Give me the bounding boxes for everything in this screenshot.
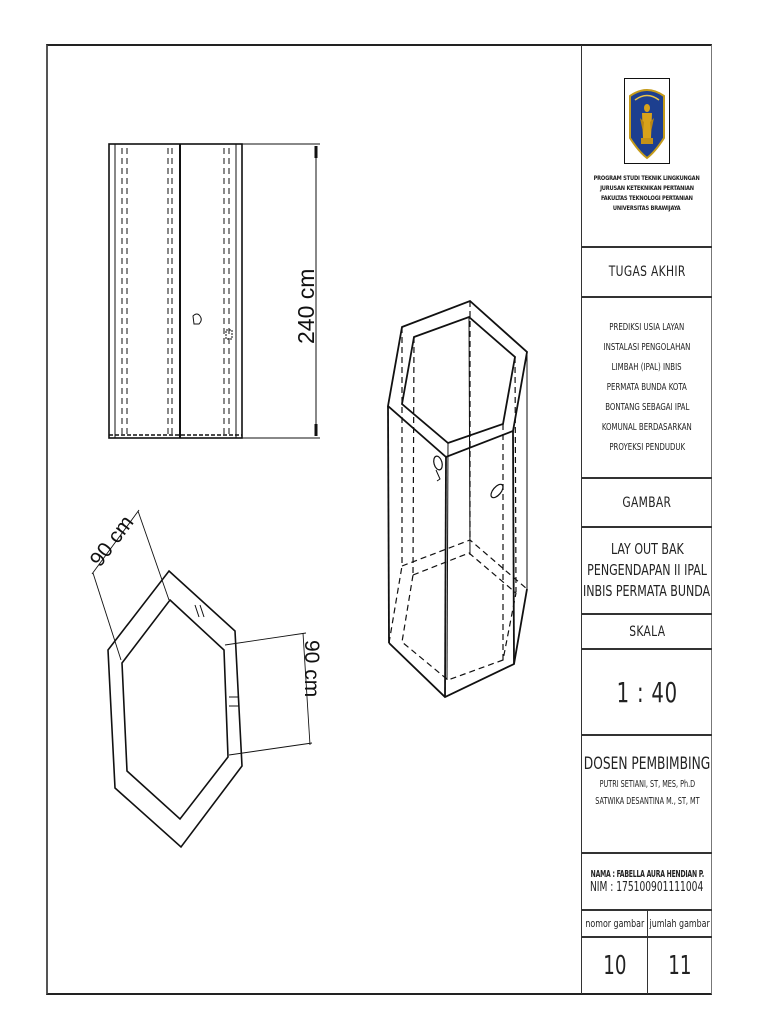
scale-value: 1 : 40 bbox=[616, 675, 678, 709]
project-title-line: PREDIKSI USIA LAYAN bbox=[609, 321, 685, 333]
project-title-line: PERMATA BUNDA KOTA bbox=[606, 381, 688, 393]
sheet-count-label-cell: jumlah gambar bbox=[648, 911, 712, 938]
institution-line: PROGRAM STUDI TEKNIK LINGKUNGAN bbox=[594, 174, 700, 182]
project-title-line: KOMUNAL BERDASARKAN bbox=[602, 421, 692, 433]
university-crest-icon bbox=[624, 77, 670, 164]
supervisor-name: PUTRI SETIANI, ST, MES, Ph.D bbox=[599, 779, 695, 790]
elevation-dimension-label: 240 cm bbox=[293, 269, 319, 344]
title-block: PROGRAM STUDI TEKNIK LINGKUNGAN JURUSAN … bbox=[581, 45, 712, 994]
drawing-title-line: PENGENDAPAN II IPAL bbox=[587, 561, 707, 579]
scale-value-cell: 1 : 40 bbox=[582, 650, 712, 736]
plan-view bbox=[91, 509, 313, 849]
plan-wall-dimension-label: 90 cm bbox=[86, 511, 139, 571]
drawing-title-line: LAY OUT BAK bbox=[610, 540, 684, 558]
supervisor-name: SATWIKA DESANTINA M., ST, MT bbox=[594, 796, 700, 807]
sheet-number-label-cell: nomor gambar bbox=[582, 911, 648, 938]
project-title-line: LIMBAH (IPAL) INBIS bbox=[612, 361, 682, 373]
sheet-number-label: nomor gambar bbox=[585, 917, 644, 930]
sheet-count: 11 bbox=[668, 951, 692, 981]
technical-drawing: 240 cm 90 cm 90 cm bbox=[86, 143, 528, 849]
sheet-number: 10 bbox=[602, 951, 627, 981]
institution-line: UNIVERSITAS BRAWIJAYA bbox=[613, 204, 681, 212]
sheet-number-cell: 10 bbox=[582, 938, 648, 994]
institution-header: PROGRAM STUDI TEKNIK LINGKUNGAN JURUSAN … bbox=[582, 45, 712, 248]
supervisor-cell: DOSEN PEMBIMBING PUTRI SETIANI, ST, MES,… bbox=[582, 736, 712, 854]
student-cell: NAMA : FABELLA AURA HENDIAN P. NIM : 175… bbox=[582, 854, 712, 911]
institution-line: JURUSAN KETEKNIKAN PERTANIAN bbox=[600, 184, 694, 192]
supervisor-label: DOSEN PEMBIMBING bbox=[583, 754, 711, 774]
drawing-title-line: INBIS PERMATA BUNDA bbox=[583, 582, 711, 600]
student-nim: NIM : 175100901111004 bbox=[590, 879, 704, 895]
section-title-cell: TUGAS AKHIR bbox=[582, 248, 712, 298]
elevation-view bbox=[108, 143, 320, 439]
drawing-label: GAMBAR bbox=[622, 494, 672, 511]
drawing-sheet-frame bbox=[46, 44, 712, 995]
plan-side-dimension-label: 90 cm bbox=[300, 640, 323, 697]
project-title-line: BONTANG SEBAGAI IPAL bbox=[604, 401, 690, 413]
section-title: TUGAS AKHIR bbox=[608, 264, 686, 280]
institution-line: FAKULTAS TEKNOLOGI PERTANIAN bbox=[601, 194, 693, 202]
sheet-count-cell: 11 bbox=[648, 938, 712, 994]
project-title-line: INSTALASI PENGOLAHAN bbox=[603, 341, 691, 353]
project-title-line: PROYEKSI PENDUDUK bbox=[609, 441, 685, 453]
student-name: NAMA : FABELLA AURA HENDIAN P. bbox=[590, 868, 704, 880]
drawing-label-cell: GAMBAR bbox=[582, 479, 712, 528]
isometric-view bbox=[387, 299, 528, 699]
sheet-count-label: jumlah gambar bbox=[649, 917, 711, 930]
drawing-title-cell: LAY OUT BAK PENGENDAPAN II IPAL INBIS PE… bbox=[582, 528, 712, 615]
scale-label: SKALA bbox=[628, 623, 666, 640]
scale-label-cell: SKALA bbox=[582, 615, 712, 650]
project-title-cell: PREDIKSI USIA LAYAN INSTALASI PENGOLAHAN… bbox=[582, 298, 712, 479]
